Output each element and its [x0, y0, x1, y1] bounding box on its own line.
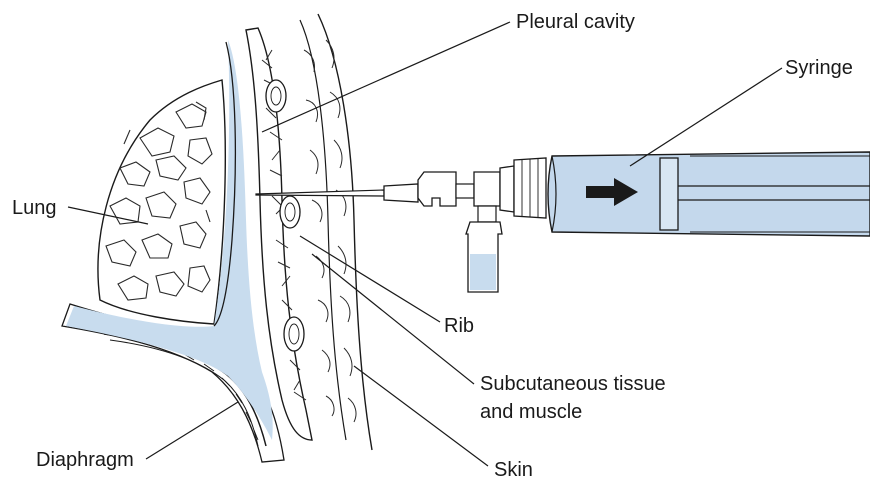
rib-upper: [266, 80, 286, 112]
lung: [98, 80, 225, 324]
label-syringe: Syringe: [785, 57, 853, 79]
label-skin: Skin: [494, 459, 533, 481]
label-subcutaneous-line2: and muscle: [480, 401, 582, 423]
needle-hub: [384, 184, 418, 202]
label-pleural-cavity: Pleural cavity: [516, 11, 635, 33]
label-rib: Rib: [444, 315, 474, 337]
label-lung: Lung: [12, 197, 57, 219]
label-diaphragm: Diaphragm: [36, 449, 134, 471]
subcutaneous-and-skin: [300, 14, 372, 450]
stopcock: [474, 172, 500, 206]
rib-lower: [284, 317, 304, 351]
needle-and-stopcock: [256, 158, 546, 292]
plunger-seal: [660, 158, 678, 230]
rib-middle: [280, 196, 300, 228]
connector: [418, 172, 456, 206]
label-subcutaneous-line1: Subcutaneous tissue: [480, 373, 666, 395]
syringe: [548, 152, 870, 236]
